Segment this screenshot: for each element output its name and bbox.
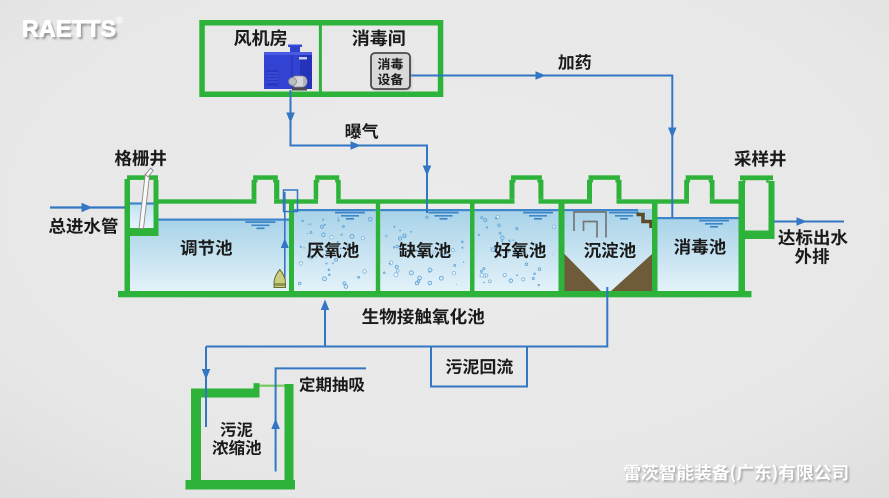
svg-text:RAETTS: RAETTS — [22, 16, 116, 42]
svg-text:RAETTS: RAETTS — [24, 18, 118, 44]
svg-text:®: ® — [116, 15, 124, 27]
